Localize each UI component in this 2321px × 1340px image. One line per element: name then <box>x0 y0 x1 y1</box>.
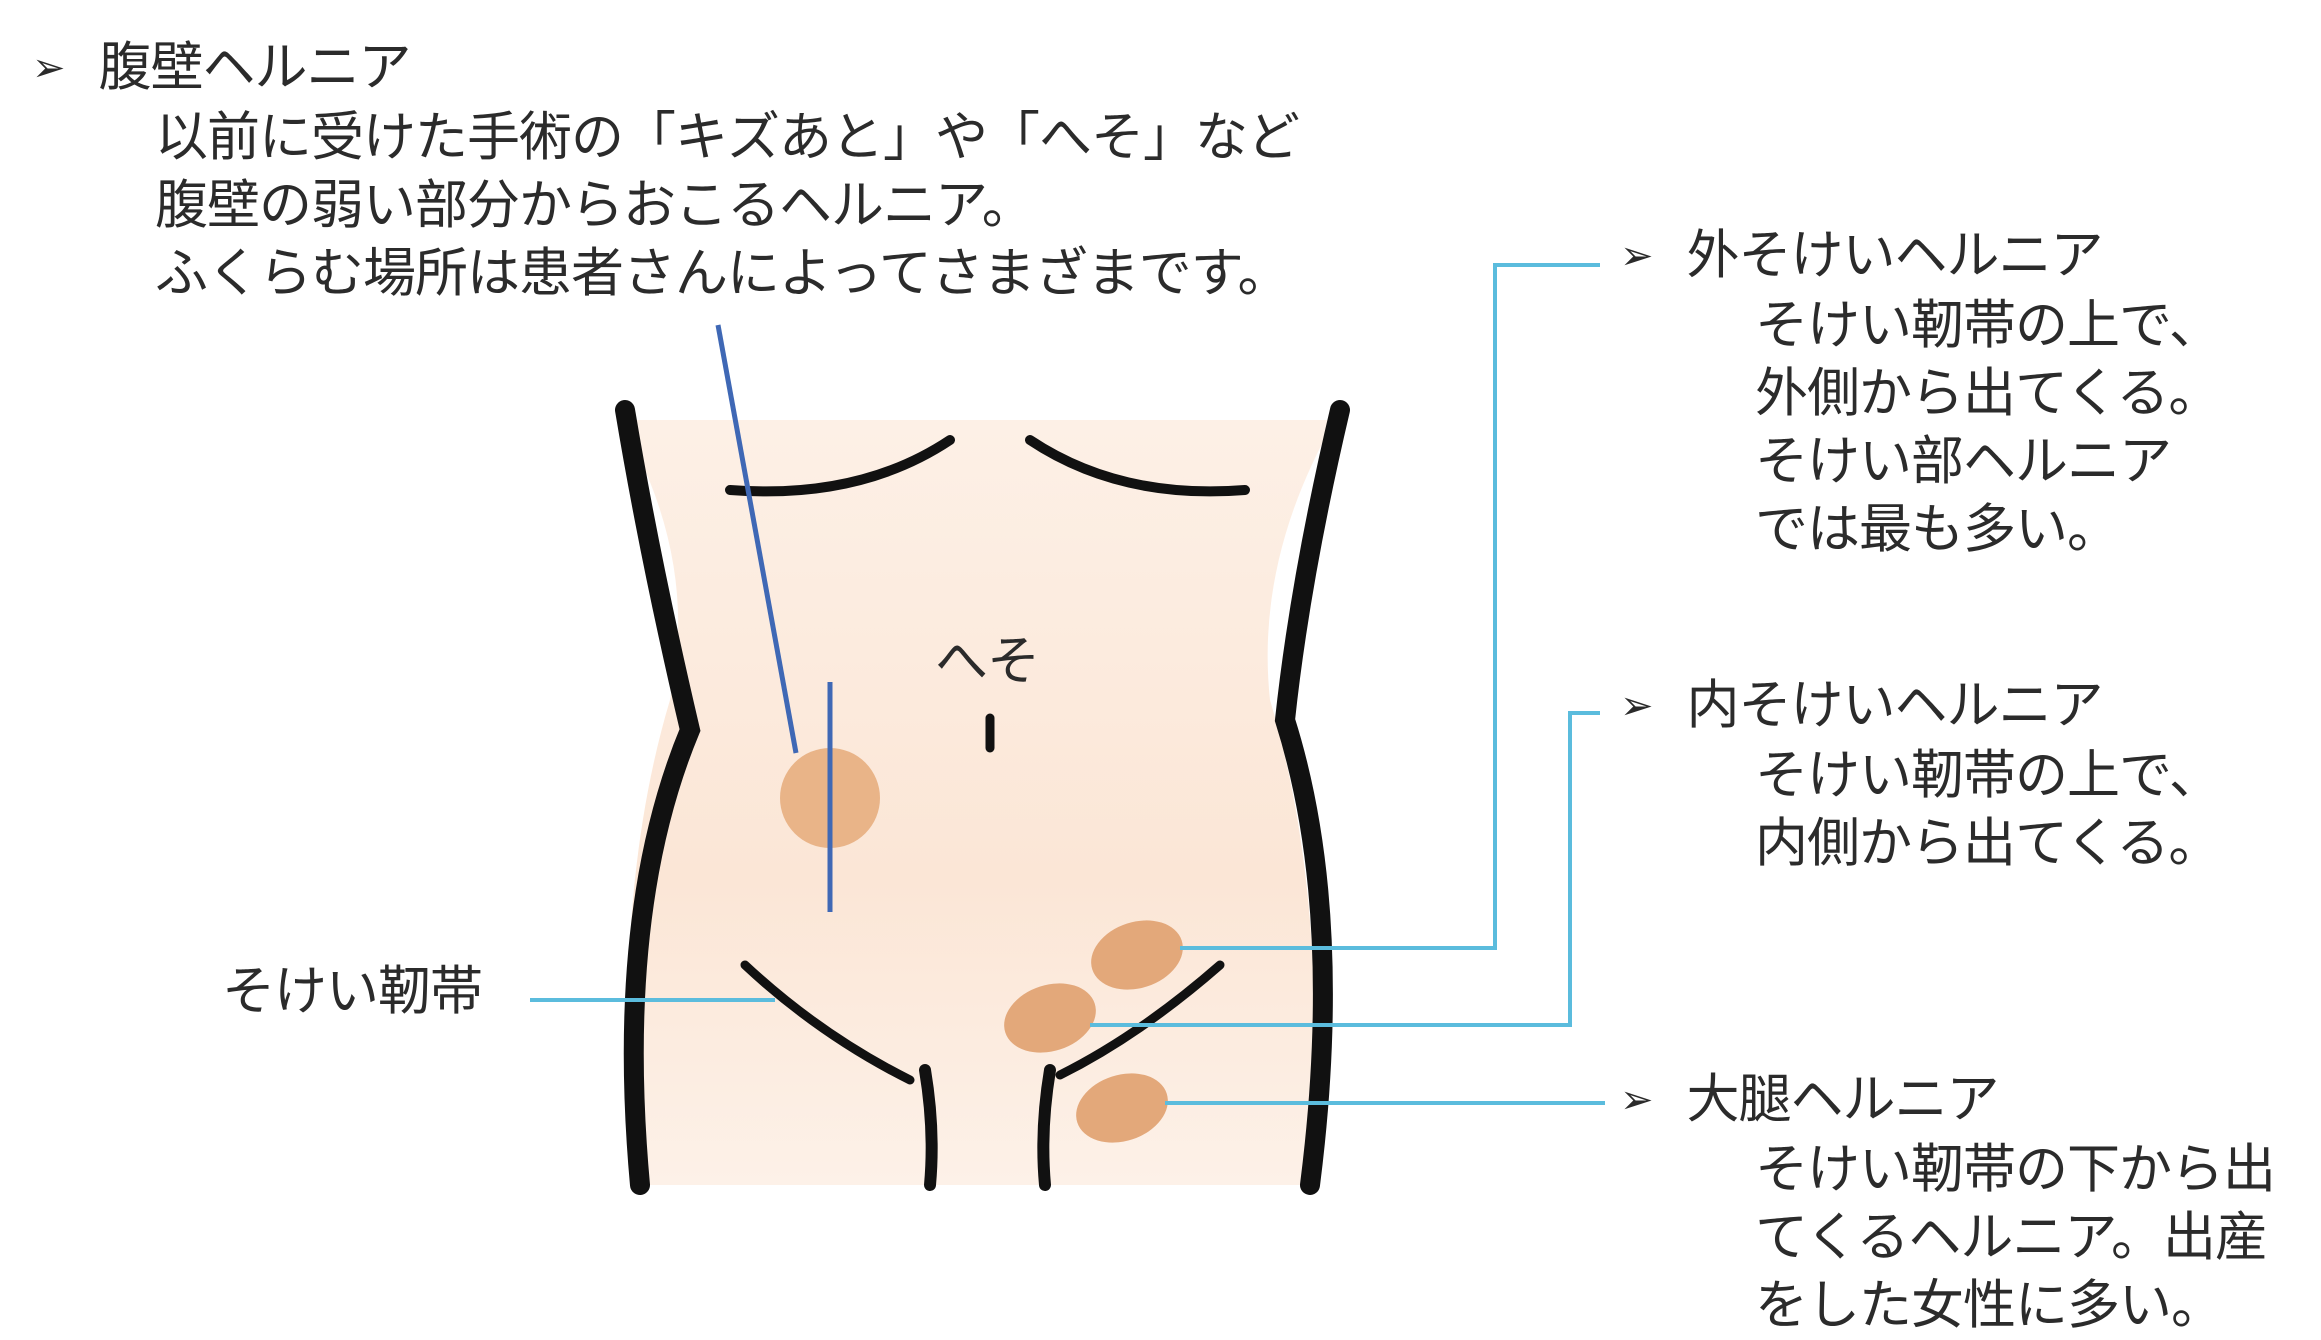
bullet-icon: ➢ <box>1620 222 1653 290</box>
indirect-line-4: では最も多い。 <box>1755 496 2221 564</box>
navel-label: へそ <box>935 628 1039 696</box>
indirect-hernia-description: そけい靭帯の上で、 外側から出てくる。 そけい部ヘルニア では最も多い。 <box>1755 292 2221 564</box>
ventral-hernia-title: ➢ 腹壁ヘルニア <box>32 34 411 102</box>
bullet-icon: ➢ <box>1620 1066 1653 1134</box>
ventral-line-1: 以前に受けた手術の「キズあと」や「へそ」など <box>155 104 1299 172</box>
direct-line-1: そけい靭帯の上で、 <box>1755 742 2221 810</box>
indirect-line-3: そけい部ヘルニア <box>1755 428 2221 496</box>
femoral-line-1: そけい靭帯の下から出 <box>1755 1136 2275 1204</box>
ventral-hernia-title-text: 腹壁ヘルニア <box>99 37 411 98</box>
direct-hernia-title: ➢ 内そけいヘルニア <box>1620 672 2103 740</box>
femoral-hernia-title-text: 大腿ヘルニア <box>1687 1069 1999 1130</box>
direct-hernia-description: そけい靭帯の上で、 内側から出てくる。 <box>1755 742 2221 878</box>
indirect-hernia-title-text: 外そけいヘルニア <box>1687 225 2103 286</box>
direct-hernia-title-text: 内そけいヘルニア <box>1687 675 2103 736</box>
inguinal-ligament-label: そけい靭帯 <box>222 958 482 1026</box>
indirect-hernia-title: ➢ 外そけいヘルニア <box>1620 222 2103 290</box>
inner-thigh-left <box>925 1070 932 1185</box>
indirect-line-1: そけい靭帯の上で、 <box>1755 292 2221 360</box>
ventral-line-3: ふくらむ場所は患者さんによってさまざまです。 <box>155 240 1299 308</box>
skin-area <box>620 420 1335 1185</box>
femoral-hernia-description: そけい靭帯の下から出 てくるヘルニア。出産 をした女性に多い。 <box>1755 1136 2275 1340</box>
indirect-line-2: 外側から出てくる。 <box>1755 360 2221 428</box>
ventral-hernia-description: 以前に受けた手術の「キズあと」や「へそ」など 腹壁の弱い部分からおこるヘルニア。… <box>155 104 1299 308</box>
direct-line-2: 内側から出てくる。 <box>1755 810 2221 878</box>
femoral-line-2: てくるヘルニア。出産 <box>1755 1204 2275 1272</box>
bullet-icon: ➢ <box>1620 672 1653 740</box>
inner-thigh-right <box>1043 1070 1050 1185</box>
femoral-hernia-title: ➢ 大腿ヘルニア <box>1620 1066 1999 1134</box>
ventral-line-2: 腹壁の弱い部分からおこるヘルニア。 <box>155 172 1299 240</box>
bullet-icon: ➢ <box>32 34 65 102</box>
femoral-line-3: をした女性に多い。 <box>1755 1272 2275 1340</box>
